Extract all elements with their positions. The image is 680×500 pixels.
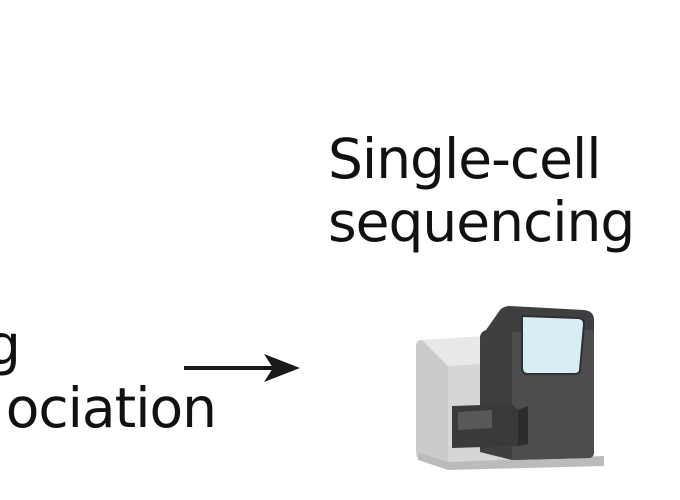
previous-step-label-line-1: g bbox=[0, 314, 21, 377]
sequencing-step-label-line-2: sequencing bbox=[328, 190, 635, 254]
right-arrow-icon bbox=[184, 354, 300, 382]
sequencing-step-label: Single-cell sequencing bbox=[328, 127, 635, 254]
sequencing-step-label-line-1: Single-cell bbox=[328, 127, 602, 191]
previous-step-label: g ociation bbox=[0, 314, 240, 440]
sequencer-drawer-side bbox=[518, 406, 528, 446]
previous-step-label-line-2: ociation bbox=[5, 376, 217, 440]
sequencer-drawer-tray bbox=[458, 410, 492, 430]
sequencer-base bbox=[418, 452, 604, 470]
sequencing-machine-icon bbox=[416, 306, 604, 470]
sequencer-left-panel bbox=[416, 340, 448, 462]
arrow-head bbox=[264, 354, 300, 382]
sequencer-screen bbox=[521, 314, 586, 375]
